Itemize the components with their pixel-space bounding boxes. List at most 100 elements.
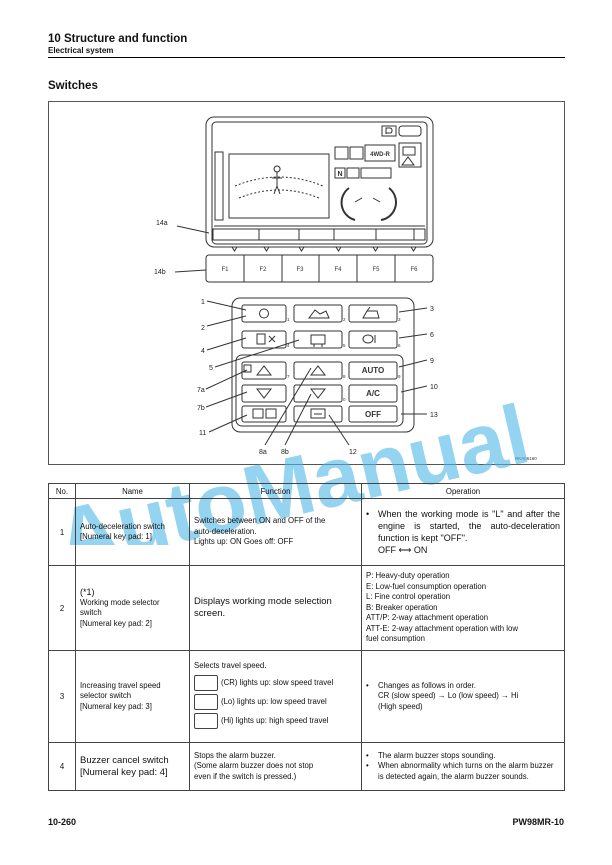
camera-view — [228, 153, 330, 219]
key-digit-6: 6 — [398, 343, 401, 348]
table-header-row: No. Name Function Operation — [48, 483, 565, 499]
row1-function: Switches between ON and OFF of the auto-… — [189, 498, 362, 566]
vehicle-indicator — [398, 125, 422, 137]
off-key-label: OFF — [365, 410, 381, 419]
callout-12: 12 — [349, 449, 357, 456]
light-icon — [349, 146, 364, 160]
header-rule — [48, 57, 565, 58]
hi-speed-icon — [194, 712, 218, 729]
fuel-bar-gauge — [214, 151, 224, 221]
figure-ref-code: RKA06160 — [515, 456, 537, 461]
key-up-left[interactable] — [241, 361, 287, 380]
n-label: N — [337, 171, 342, 178]
key-up-mid[interactable] — [293, 361, 343, 380]
fkey-f5: F5 — [372, 267, 380, 273]
menu-guide-bar — [212, 228, 426, 241]
table-row: 3 Increasing travel speed selector switc… — [48, 650, 565, 743]
key6-icon — [362, 334, 376, 344]
auto-decel-key[interactable] — [241, 304, 287, 323]
row4-operation: •The alarm buzzer stops sounding. •When … — [361, 742, 565, 791]
callout-4: 4 — [201, 348, 205, 355]
travel-key-cluster — [235, 354, 404, 427]
key-down-mid[interactable] — [293, 384, 343, 403]
switch-spec-table: No. Name Function Operation 1 Auto-decel… — [48, 483, 565, 791]
table-row: 4 Buzzer cancel switch [Numeral key pad:… — [48, 742, 565, 791]
key-digit-3: 3 — [398, 317, 401, 322]
row2-name: (*1) Working mode selector switch [Numer… — [75, 565, 190, 651]
monitor-housing — [205, 116, 434, 248]
off-key[interactable] — [348, 405, 398, 423]
key-6[interactable] — [348, 330, 398, 349]
operator-figure-icon — [272, 165, 282, 195]
row3-function: Selects travel speed. (CR) lights up: sl… — [189, 650, 362, 743]
down-arrow-left-icon — [255, 388, 273, 399]
row2-operation: P: Heavy-duty operation E: Low-fuel cons… — [361, 565, 565, 651]
n-indicator — [334, 167, 346, 179]
auto-key[interactable] — [348, 361, 398, 380]
header-subtitle: Electrical system — [48, 46, 114, 55]
switch-keypad-housing — [231, 297, 415, 433]
row2-function: Displays working mode selection screen. — [189, 565, 362, 651]
col-operation: Operation — [361, 483, 565, 499]
row3-name: Increasing travel speed selector switch … — [75, 650, 190, 743]
row4-function: Stops the alarm buzzer. (Some alarm buzz… — [189, 742, 362, 791]
travel-speed-icon — [362, 306, 380, 319]
switch-panel-figure: 14a 14b 1 2 3 4 5 6 7a 7b 8a 8b 9 10 11 … — [48, 101, 565, 465]
key-5[interactable] — [293, 330, 343, 349]
callout-10: 10 — [430, 384, 438, 391]
table-row: 1 Auto-deceleration switch [Numeral key … — [48, 498, 565, 566]
fkey-f3: F3 — [296, 267, 304, 273]
seatbelt-icon — [334, 146, 349, 160]
key-digit-5: 5 — [343, 343, 346, 348]
row1-name: Auto-deceleration switch [Numeral key pa… — [75, 498, 190, 566]
fkey-f6: F6 — [410, 267, 418, 273]
key-digit-0: 0 — [343, 397, 346, 402]
row2-no: 2 — [48, 565, 76, 651]
key-digit-4: 4 — [287, 343, 290, 348]
key-down-left[interactable] — [241, 384, 287, 403]
callout-3: 3 — [430, 306, 434, 313]
up-arrow-left-icon — [255, 365, 273, 376]
callout-14b: 14b — [154, 269, 166, 276]
key-digit-1: 1 — [287, 317, 290, 322]
key-digit-8: 8 — [343, 374, 346, 379]
callout-14a: 14a — [156, 220, 168, 227]
message-bar — [360, 167, 392, 179]
key-digit-7: 7 — [287, 374, 290, 379]
key12-icon — [310, 408, 326, 419]
row4-name: Buzzer cancel switch [Numeral key pad: 4… — [75, 742, 190, 791]
callout-5: 5 — [209, 365, 213, 372]
auto-decel-icon — [259, 308, 269, 319]
callout-6: 6 — [430, 332, 434, 339]
callout-8b: 8b — [281, 449, 289, 456]
ac-key-label: A/C — [366, 389, 380, 398]
buzzer-cancel-icon — [256, 333, 276, 345]
fkey-f1: F1 — [221, 267, 229, 273]
mode-label: 4WD-R — [370, 152, 390, 158]
callout-9: 9 — [430, 358, 434, 365]
lo-speed-icon — [194, 693, 218, 710]
working-mode-key[interactable] — [293, 304, 343, 323]
row4-no: 4 — [48, 742, 76, 791]
row1-operation: •When the working mode is "L" and after … — [361, 498, 565, 566]
coolant-gauge-arc — [340, 187, 356, 221]
cr-speed-icon — [194, 674, 218, 691]
callout-13: 13 — [430, 412, 438, 419]
col-name: Name — [75, 483, 190, 499]
callout-1: 1 — [201, 299, 205, 306]
parking-indicator — [381, 125, 397, 137]
warning-panel — [398, 142, 422, 168]
key-11[interactable] — [241, 405, 287, 423]
table-row: 2 (*1) Working mode selector switch [Num… — [48, 565, 565, 651]
ac-key[interactable] — [348, 384, 398, 403]
section-title: Switches — [48, 80, 98, 92]
auto-key-label: AUTO — [362, 366, 385, 375]
key-12[interactable] — [293, 405, 343, 423]
down-arrow-mid-icon — [309, 388, 327, 399]
fkey-f2: F2 — [259, 267, 267, 273]
travel-speed-key[interactable] — [348, 304, 398, 323]
key-digit-9: 9 — [398, 374, 401, 379]
row3-no: 3 — [48, 650, 76, 743]
header-title: 10 Structure and function — [48, 33, 188, 45]
key-digit-2: 2 — [343, 317, 346, 322]
